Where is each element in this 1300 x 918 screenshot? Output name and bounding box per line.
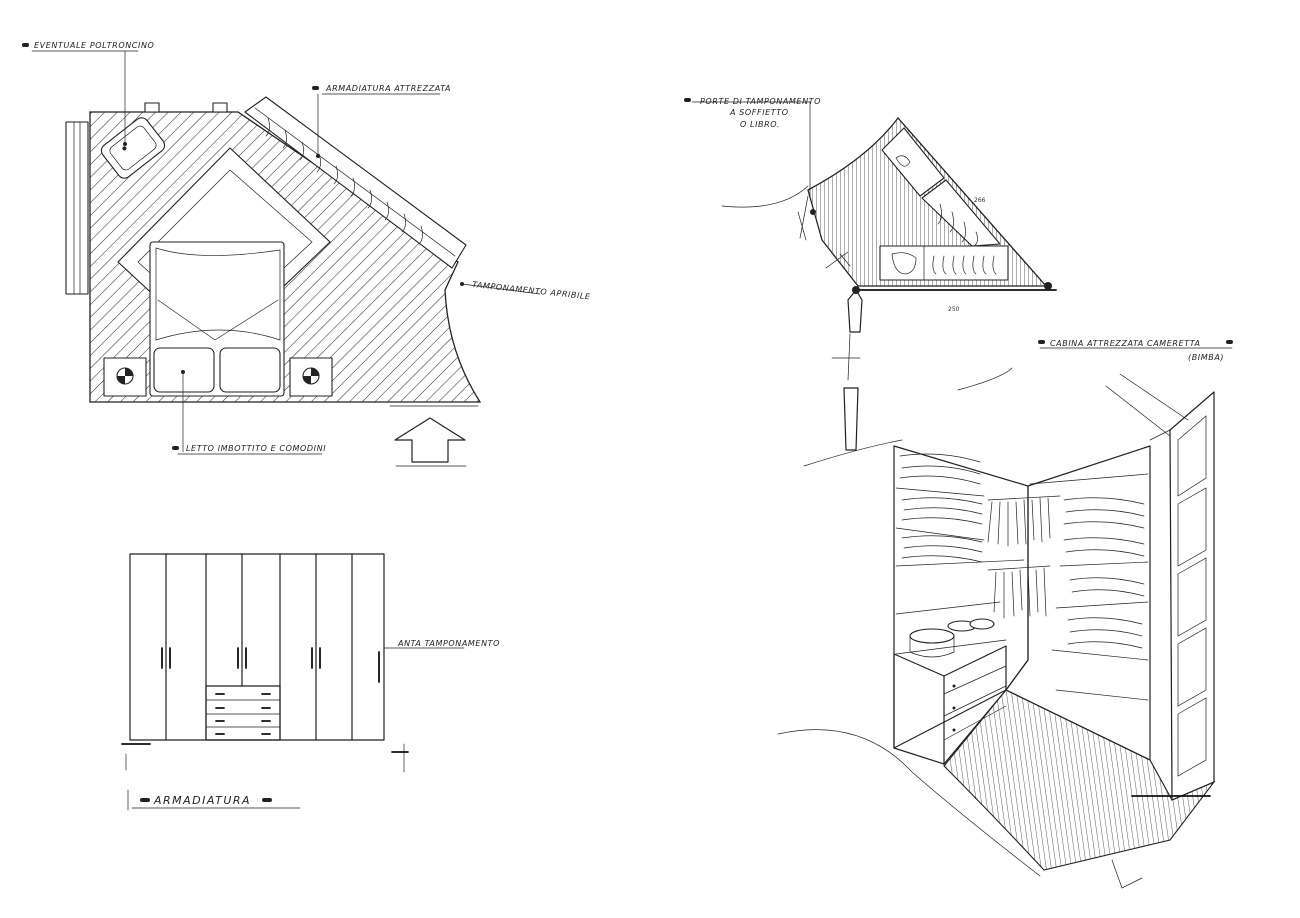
bed: [149, 241, 285, 397]
nightstand-right: [289, 357, 333, 397]
label-openable-panel: TAMPONAMENTO APRIBILE: [472, 280, 592, 301]
closet-floor: [943, 689, 1216, 871]
label-armchair: EVENTUALE POLTRONCINO: [34, 41, 154, 50]
nightstand-left: [103, 357, 147, 397]
wardrobe-elevation: [121, 553, 465, 773]
dim-closet-side: 266: [974, 197, 986, 204]
label-equipped-wardrobe: ARMADIATURA ATTREZZATA: [325, 84, 451, 93]
entrance-arrow: [394, 417, 466, 463]
window-left: [65, 121, 89, 295]
armchair: [100, 117, 166, 179]
walk-in-closet-plan: [691, 101, 1057, 467]
label-end-panel: ANTA TAMPONAMENTO: [397, 639, 500, 648]
label-walk-in-closet: CABINA ATTREZZATA CAMERETTA: [1050, 339, 1201, 348]
title-wardrobe: ARMADIATURA: [153, 794, 251, 807]
walk-in-closet-perspective: [777, 347, 1233, 889]
label-folding-door-2: A SOFFIETTO: [729, 108, 789, 117]
diagonal-wardrobe: [244, 96, 467, 269]
bedroom-floor-plan: [31, 50, 541, 467]
label-folding-door-3: O LIBRO.: [740, 120, 780, 129]
label-bed-nightstands: LETTO IMBOTTITO E COMODINI: [186, 444, 326, 453]
dim-closet-width: 250: [948, 306, 960, 313]
label-folding-door-1: PORTE DI TAMPONAMENTO: [700, 97, 821, 106]
label-walk-in-closet-sub: (BIMBA): [1188, 353, 1224, 362]
